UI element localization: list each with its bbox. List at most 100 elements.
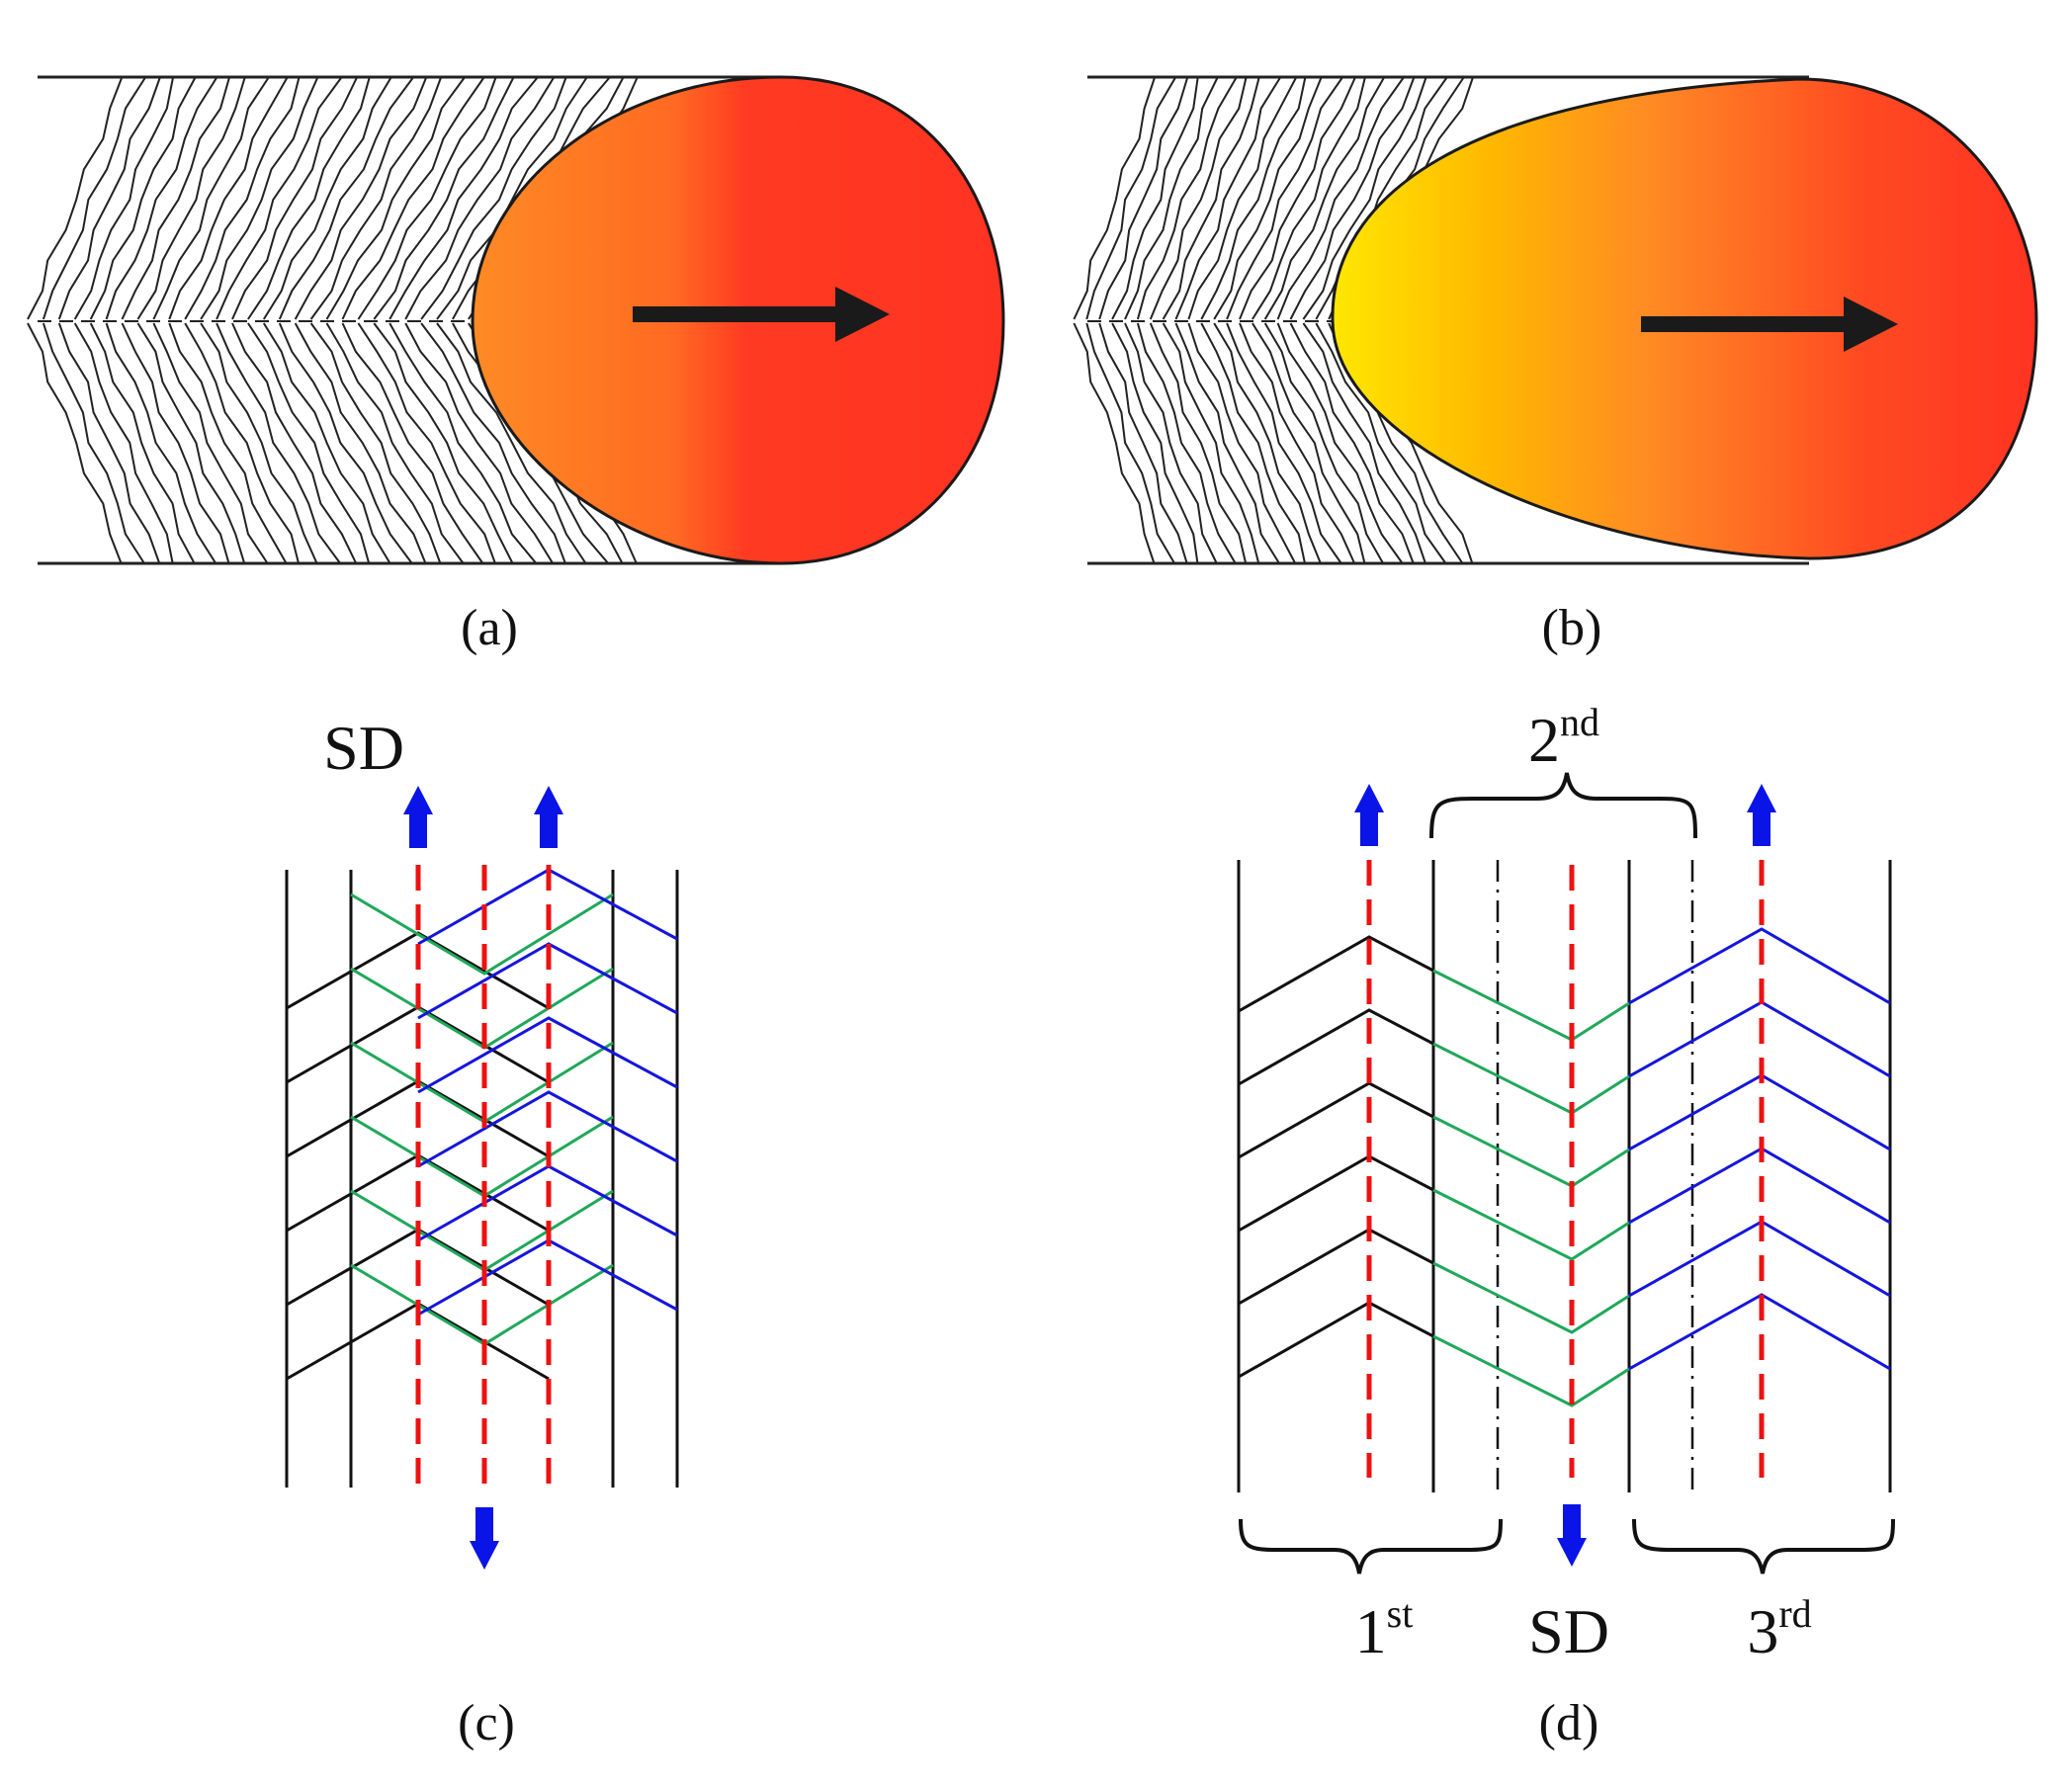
layer-line-black bbox=[1238, 935, 1434, 1013]
grain-line bbox=[152, 322, 270, 565]
grain-line bbox=[73, 77, 174, 320]
grain-line bbox=[357, 322, 497, 565]
grain-line bbox=[1085, 322, 1176, 565]
grain-line bbox=[1085, 77, 1176, 320]
pass-label-1st: 1st bbox=[1355, 1591, 1414, 1666]
track-walls-d bbox=[1237, 860, 1892, 1492]
panel-label-c: (c) bbox=[458, 1695, 515, 1751]
grain-line bbox=[420, 77, 567, 320]
grain-line bbox=[231, 322, 358, 565]
grain-line bbox=[42, 322, 146, 565]
grain-line bbox=[152, 77, 270, 320]
layer-line-blue bbox=[1628, 927, 1891, 1005]
grain-line bbox=[1098, 77, 1188, 320]
layer-line-green bbox=[1432, 1334, 1630, 1407]
curly-brace-icon bbox=[1239, 1518, 1503, 1575]
grain-line bbox=[1263, 77, 1385, 320]
panel-label-b: (b) bbox=[1542, 600, 1602, 656]
grain-line bbox=[1187, 322, 1297, 565]
grain-line bbox=[436, 322, 588, 565]
curly-brace-icon bbox=[1632, 1518, 1895, 1575]
grain-line bbox=[1252, 77, 1366, 320]
grain-line bbox=[1162, 322, 1260, 565]
grain-line bbox=[121, 77, 230, 320]
grain-line bbox=[1302, 322, 1427, 565]
grain-line bbox=[1226, 77, 1343, 320]
grain-line bbox=[121, 322, 230, 565]
grain-line bbox=[388, 322, 538, 565]
sd-label-d: SD bbox=[1528, 1596, 1609, 1666]
grain-line bbox=[420, 322, 567, 565]
grain-line bbox=[404, 322, 555, 565]
grain-line bbox=[1263, 322, 1385, 565]
grain-line bbox=[1073, 77, 1156, 320]
grain-line bbox=[1200, 77, 1307, 320]
grain-line bbox=[1213, 77, 1323, 320]
grain-line bbox=[57, 77, 161, 320]
grain-line bbox=[357, 77, 497, 320]
overlap-lines-d bbox=[1496, 860, 1694, 1492]
grain-line bbox=[1252, 322, 1366, 565]
grain-line bbox=[262, 77, 392, 320]
sd-up-arrow-icon bbox=[534, 786, 563, 848]
grain-line bbox=[278, 77, 414, 320]
grain-line bbox=[373, 77, 514, 320]
grain-line bbox=[341, 322, 484, 565]
grain-line bbox=[216, 77, 342, 320]
layer-line-blue bbox=[417, 1090, 678, 1168]
grain-line bbox=[27, 77, 123, 320]
grain-line bbox=[184, 322, 301, 565]
layer-line-black bbox=[1238, 1301, 1434, 1379]
sd-up-arrow-icon bbox=[1747, 784, 1776, 846]
layer-line-black bbox=[1238, 1154, 1434, 1233]
grain-line bbox=[1276, 77, 1405, 320]
grain-line bbox=[373, 322, 514, 565]
grain-line bbox=[388, 77, 538, 320]
grain-line bbox=[1174, 322, 1281, 565]
layer-line-blue bbox=[417, 1016, 678, 1094]
panel-b: (b) bbox=[1073, 75, 2038, 656]
grain-line bbox=[216, 322, 342, 565]
layer-line-green bbox=[1432, 1115, 1630, 1188]
grain-line bbox=[1111, 77, 1199, 320]
grain-line bbox=[404, 77, 555, 320]
grain-line bbox=[1136, 322, 1238, 565]
grain-line bbox=[231, 77, 358, 320]
grain-line bbox=[1187, 77, 1297, 320]
travel-direction-arrow-icon bbox=[633, 287, 890, 342]
panel-label-d: (d) bbox=[1539, 1695, 1599, 1751]
grain-line bbox=[309, 77, 442, 320]
sd-down-arrow-icon bbox=[1557, 1504, 1587, 1567]
grain-line bbox=[1111, 322, 1199, 565]
curly-brace-icon bbox=[1429, 772, 1697, 839]
grain-line bbox=[1239, 77, 1356, 320]
pass-label-2nd: 2nd bbox=[1528, 700, 1599, 775]
grain-line bbox=[73, 322, 174, 565]
grain-line bbox=[1174, 77, 1281, 320]
grain-line bbox=[1098, 322, 1188, 565]
layer-lines-d bbox=[1238, 927, 1891, 1407]
grain-line bbox=[1302, 77, 1427, 320]
grain-line bbox=[294, 77, 427, 320]
layer-line-black bbox=[1238, 1008, 1434, 1086]
panel-c: SD (c) bbox=[285, 713, 679, 1751]
sd-up-arrow-icon bbox=[403, 786, 433, 848]
grain-line bbox=[325, 77, 466, 320]
grain-line bbox=[105, 77, 217, 320]
grain-line bbox=[1239, 322, 1356, 565]
layer-line-green bbox=[1432, 1261, 1630, 1334]
grain-line bbox=[436, 77, 588, 320]
layer-line-black bbox=[1238, 1081, 1434, 1159]
centerlines-d bbox=[1366, 860, 1765, 1478]
layer-line-black bbox=[1238, 1228, 1434, 1306]
grain-line bbox=[262, 322, 392, 565]
sd-label-c: SD bbox=[323, 713, 404, 783]
grain-line bbox=[42, 77, 146, 320]
grain-line bbox=[27, 322, 123, 565]
grain-line bbox=[247, 322, 371, 565]
grain-line bbox=[105, 322, 217, 565]
panel-label-a: (a) bbox=[461, 600, 518, 656]
grain-line bbox=[168, 322, 289, 565]
grain-line bbox=[1276, 322, 1405, 565]
